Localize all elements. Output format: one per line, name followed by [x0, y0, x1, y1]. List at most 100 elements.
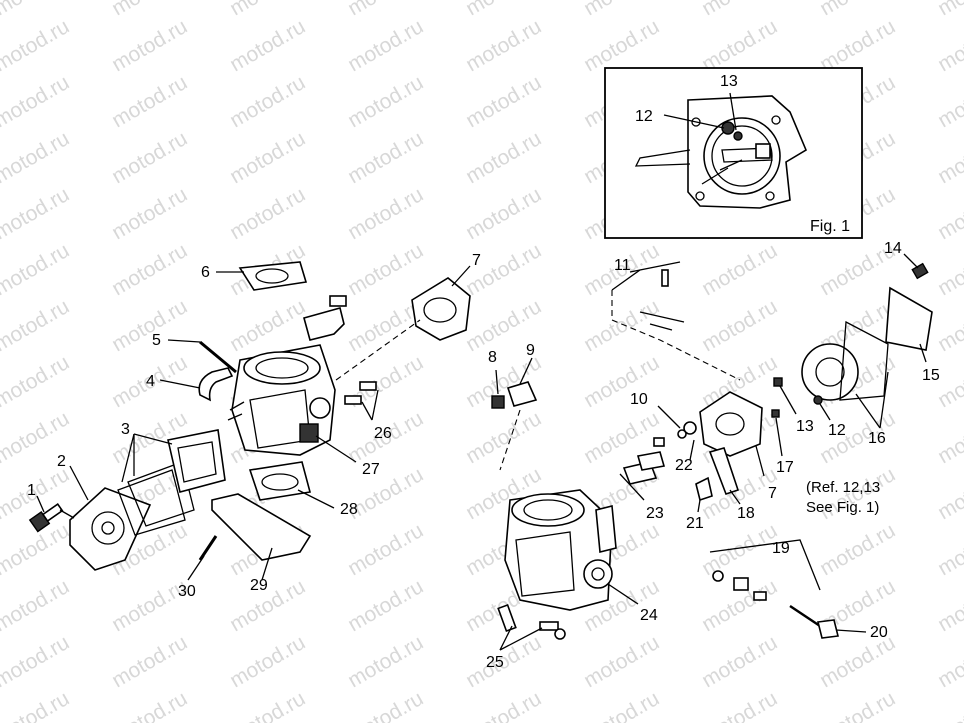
watermark-text: motod.ru: [0, 127, 73, 188]
watermark-text: motod.ru: [108, 71, 191, 132]
watermark-text: motod.ru: [580, 351, 663, 412]
label-2: 2: [57, 453, 66, 470]
watermark-text: motod.ru: [108, 239, 191, 300]
watermark-text: motod.ru: [226, 631, 309, 692]
watermark-text: motod.ru: [344, 239, 427, 300]
label-12: 12: [828, 422, 846, 439]
watermark-text: motod.ru: [580, 687, 663, 723]
watermark-text: motod.ru: [934, 183, 964, 244]
watermark-text: motod.ru: [108, 295, 191, 356]
watermark-text: motod.ru: [108, 127, 191, 188]
watermark-text: motod.ru: [0, 295, 73, 356]
label-5: 5: [152, 332, 161, 349]
watermark-text: motod.ru: [108, 183, 191, 244]
label-22: 22: [675, 457, 693, 474]
inset-caption: Fig. 1: [810, 218, 850, 235]
label-15: 15: [922, 367, 940, 384]
label-12-inset: 12: [635, 108, 653, 125]
label-16: 16: [868, 430, 886, 447]
watermark-text: motod.ru: [698, 239, 781, 300]
watermark-text: motod.ru: [344, 631, 427, 692]
watermark-text: motod.ru: [462, 15, 545, 76]
watermark-text: motod.ru: [934, 687, 964, 723]
label-27: 27: [362, 461, 380, 478]
left-assembly: [28, 261, 471, 571]
watermark-text: motod.ru: [0, 239, 73, 300]
note-line-1: (Ref. 12,13: [806, 479, 880, 496]
watermark-text: motod.ru: [816, 687, 899, 723]
watermark-text: motod.ru: [226, 295, 309, 356]
watermark-text: motod.ru: [462, 687, 545, 723]
watermark-text: motod.ru: [0, 631, 73, 692]
watermark-text: motod.ru: [462, 127, 545, 188]
watermark-text: motod.ru: [934, 631, 964, 692]
label-1: 1: [27, 482, 36, 499]
watermark-text: motod.ru: [698, 519, 781, 580]
watermark-text: motod.ru: [934, 295, 964, 356]
label-29: 29: [250, 577, 268, 594]
watermark-text: motod.ru: [0, 687, 73, 723]
watermark-text: motod.ru: [226, 183, 309, 244]
label-20: 20: [870, 624, 888, 641]
watermark-text: motod.ru: [698, 631, 781, 692]
label-23: 23: [646, 505, 664, 522]
watermark-text: motod.ru: [108, 687, 191, 723]
watermark-text: motod.ru: [0, 15, 73, 76]
watermark-text: motod.ru: [580, 631, 663, 692]
watermark-text: motod.ru: [934, 575, 964, 636]
watermark-text: motod.ru: [580, 295, 663, 356]
watermark-text: motod.ru: [344, 687, 427, 723]
label-11: 11: [614, 257, 631, 274]
watermark-text: motod.ru: [0, 575, 73, 636]
watermark-text: motod.ru: [226, 127, 309, 188]
watermark-text: motod.ru: [226, 71, 309, 132]
label-25: 25: [486, 654, 504, 671]
watermark-text: motod.ru: [108, 631, 191, 692]
label-18: 18: [737, 505, 755, 522]
watermark-text: motod.ru: [108, 15, 191, 76]
watermark-text: motod.ru: [934, 0, 964, 20]
label-21: 21: [686, 515, 704, 532]
label-26: 26: [374, 425, 392, 442]
watermark-text: motod.ru: [344, 127, 427, 188]
label-7-right: 7: [768, 485, 777, 502]
watermark-text: motod.ru: [934, 239, 964, 300]
callout-labels: 1 2 3 4 5 6 7 8 9 10 11 12 13 14 15 16 1…: [27, 240, 940, 671]
watermark-text: motod.ru: [0, 183, 73, 244]
watermark-text: motod.ru: [934, 463, 964, 524]
watermark-text: motod.ru: [344, 15, 427, 76]
label-30: 30: [178, 583, 196, 600]
label-3: 3: [121, 421, 130, 438]
watermark-text: motod.ru: [934, 71, 964, 132]
label-28: 28: [340, 501, 358, 518]
watermark-text: motod.ru: [698, 295, 781, 356]
label-19: 19: [772, 540, 790, 557]
label-17: 17: [776, 459, 794, 476]
watermark-text: motod.ru: [462, 183, 545, 244]
watermark-text: motod.ru: [344, 71, 427, 132]
watermark-text: motod.ru: [344, 183, 427, 244]
label-6: 6: [201, 264, 210, 281]
watermark-text: motod.ru: [0, 351, 73, 412]
label-10: 10: [630, 391, 648, 408]
reference-note: (Ref. 12,13 See Fig. 1): [806, 479, 880, 516]
inset-fig1: 12 13 Fig. 1: [604, 67, 863, 239]
watermark-text: motod.ru: [344, 519, 427, 580]
watermark-text: motod.ru: [462, 71, 545, 132]
label-24: 24: [640, 607, 658, 624]
label-7-left: 7: [472, 252, 481, 269]
watermark-text: motod.ru: [934, 15, 964, 76]
label-4: 4: [146, 373, 155, 390]
watermark-text: motod.ru: [462, 239, 545, 300]
label-14: 14: [884, 240, 902, 257]
watermark-text: motod.ru: [344, 575, 427, 636]
label-9: 9: [526, 342, 535, 359]
watermark-text: motod.ru: [816, 519, 899, 580]
watermark-text: motod.ru: [226, 15, 309, 76]
watermark-text: motod.ru: [934, 127, 964, 188]
watermark-text: motod.ru: [698, 687, 781, 723]
watermark-text: motod.ru: [0, 71, 73, 132]
label-8: 8: [488, 349, 497, 366]
